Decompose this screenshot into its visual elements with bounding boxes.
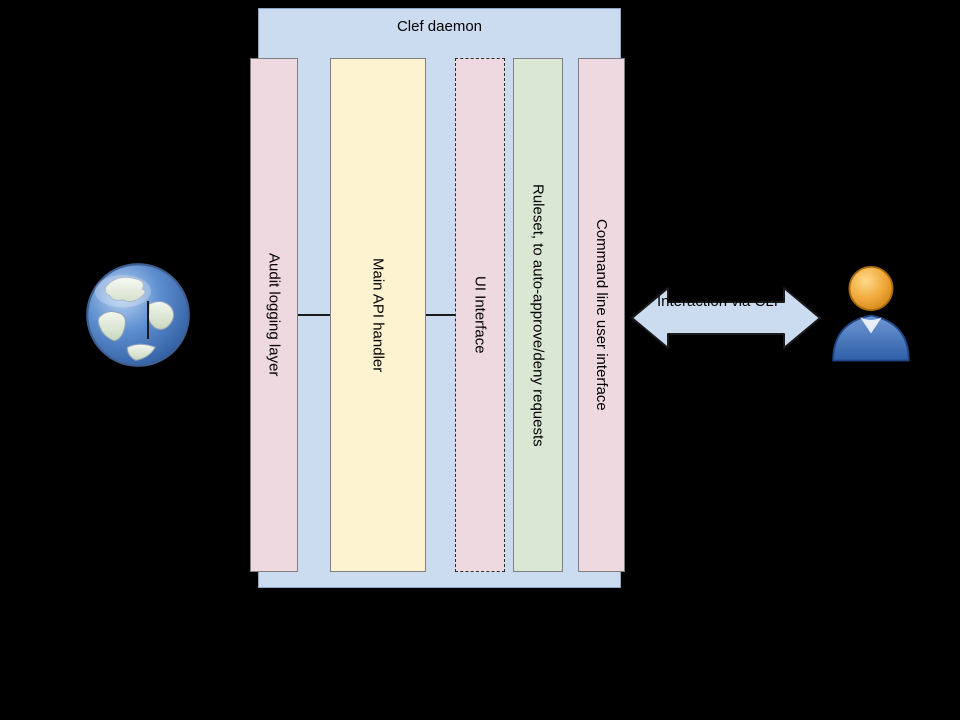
user-icon [826,252,916,370]
column-ui-interface: UI Interface [455,58,505,572]
globe-icon [84,261,192,369]
clef-daemon-container [258,8,621,588]
clef-daemon-title: Clef daemon [396,18,483,35]
bidirectional-arrow-icon [630,286,822,350]
column-label: Ruleset, to auto-approve/deny requests [529,183,547,447]
column-audit-logging-layer: Audit logging layer [250,58,298,572]
column-label: Audit logging layer [265,253,283,377]
column-label: Command line user interface [593,219,610,411]
column-ruleset: Ruleset, to auto-approve/deny requests [513,58,563,572]
column-label: Main API handler [369,257,387,373]
column-main-api-handler: Main API handler [330,58,426,572]
column-command-line-user-interface: Command line user interface [578,58,625,572]
connector-line [147,301,149,339]
connector-line [298,314,330,316]
column-label: UI Interface [471,276,489,354]
arrow-label: Interaction via CLI [657,293,778,310]
connector-line [426,314,455,316]
